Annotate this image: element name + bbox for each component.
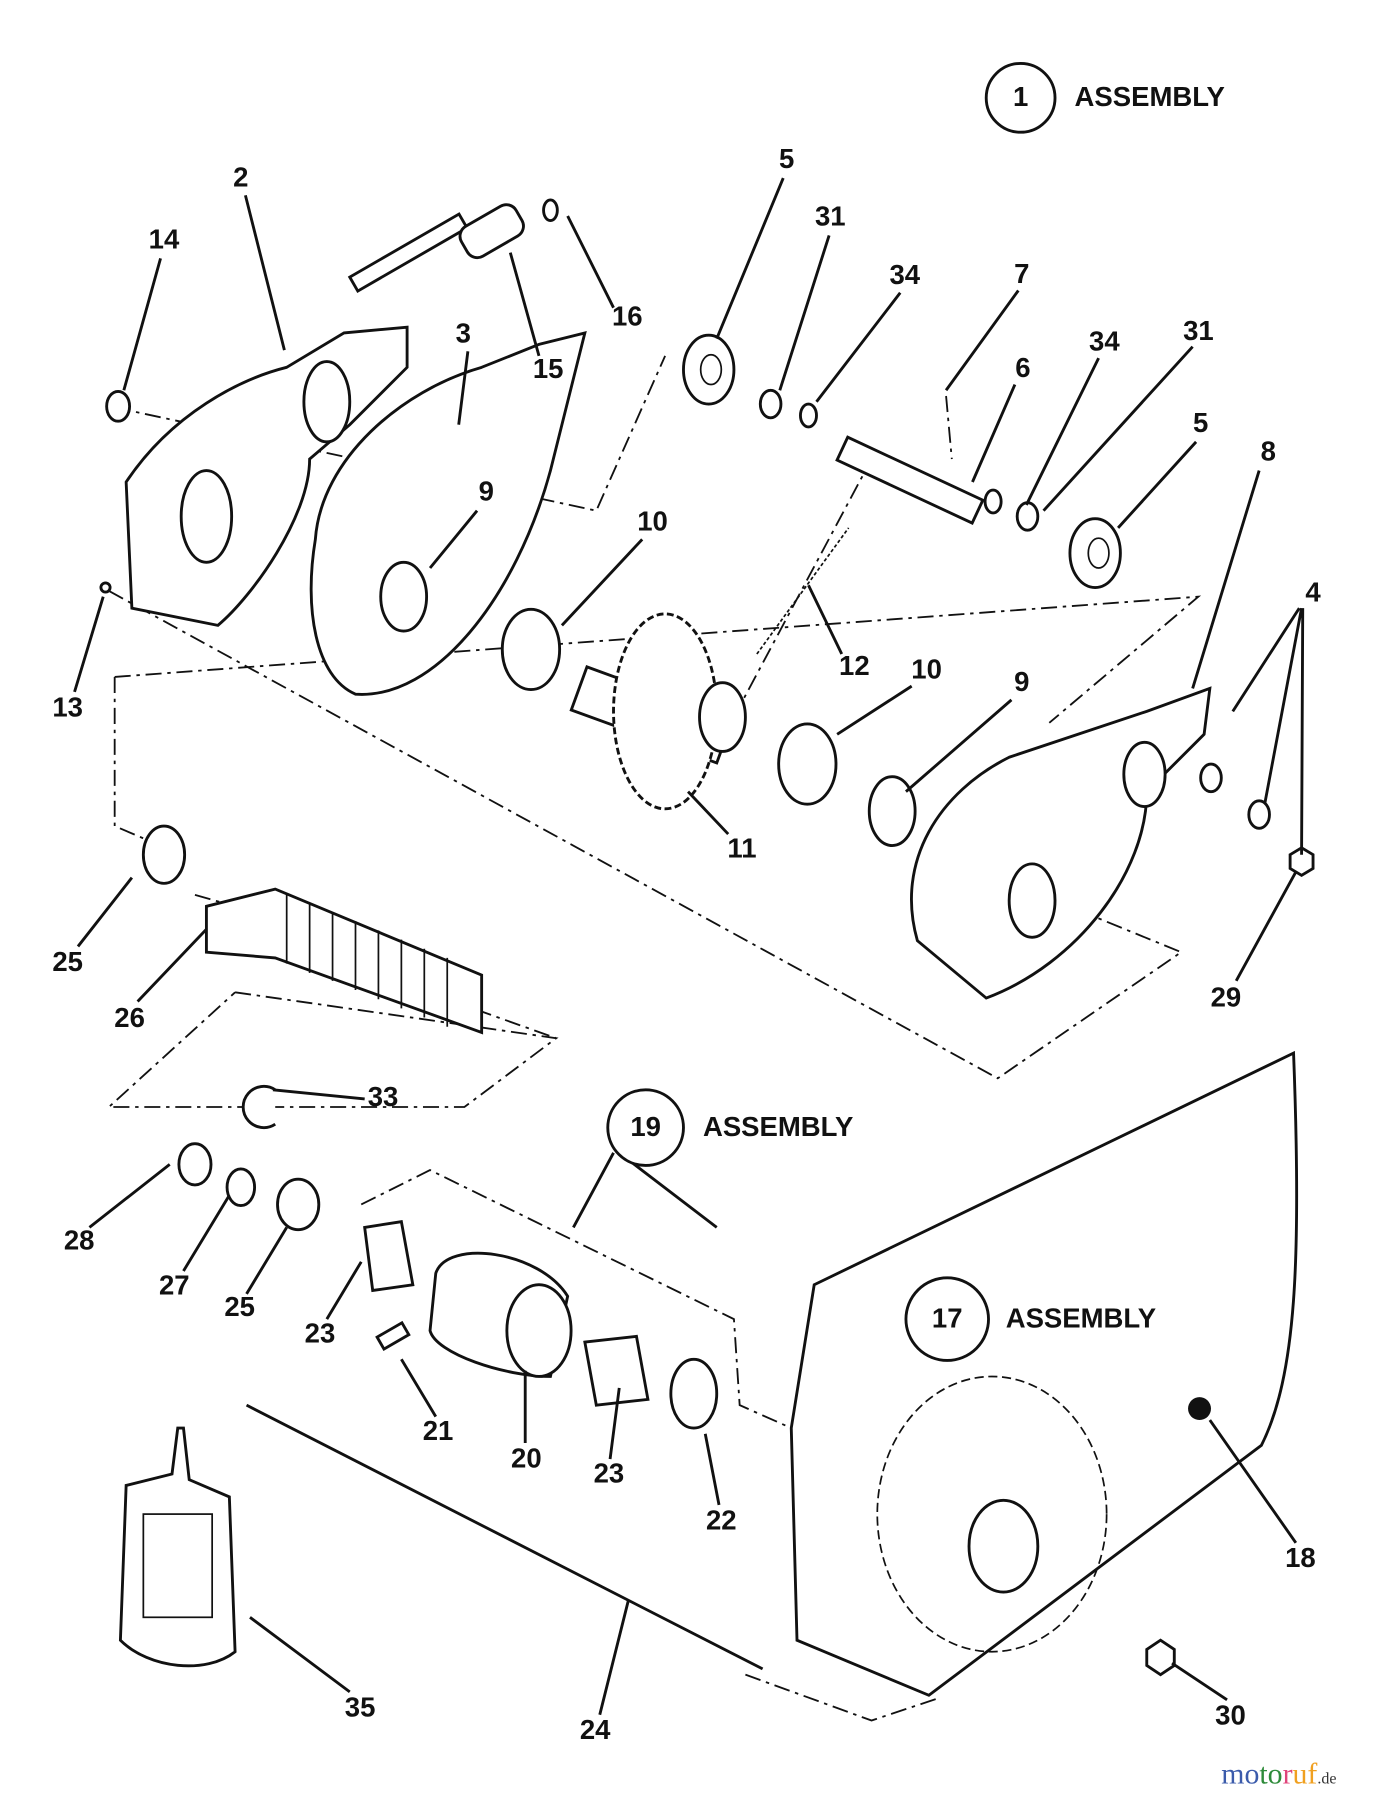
assembly-callout-17: 17 ASSEMBLY — [904, 1276, 1156, 1362]
callout: 8 — [1261, 436, 1276, 467]
callout: 21 — [423, 1415, 454, 1446]
sprocket-11 — [569, 612, 747, 811]
callout: 27 — [159, 1269, 190, 1300]
callout: 15 — [533, 353, 564, 384]
callout: 35 — [345, 1691, 376, 1722]
assembly-callout-1: 1 ASSEMBLY — [984, 62, 1225, 134]
watermark-logo: motoruf.de — [1221, 1758, 1336, 1791]
callout: 10 — [911, 653, 942, 684]
callout: 9 — [479, 476, 494, 507]
callout: 33 — [368, 1081, 399, 1112]
assembly-number: 19 — [630, 1111, 661, 1142]
callout: 31 — [1183, 315, 1214, 346]
rod-24 — [245, 1403, 764, 1671]
callout: 34 — [1089, 326, 1120, 357]
oil-bottle-35 — [118, 1426, 237, 1668]
callout: 9 — [1014, 666, 1029, 697]
assembly-number: 17 — [932, 1303, 963, 1334]
assembly-label: ASSEMBLY — [1006, 1303, 1156, 1334]
housing-half-left — [124, 325, 409, 627]
callout: 26 — [114, 1002, 145, 1033]
callout: 23 — [305, 1317, 336, 1348]
callout: 4 — [1305, 577, 1321, 608]
callout: 13 — [52, 691, 83, 722]
callout: 23 — [594, 1457, 625, 1488]
assembly-label: ASSEMBLY — [703, 1111, 853, 1142]
callout: 25 — [52, 946, 83, 977]
callout: 20 — [511, 1442, 542, 1473]
housing-half-right-8 — [910, 686, 1315, 1000]
gasket-3 — [309, 330, 587, 696]
callout: 12 — [839, 650, 870, 681]
callout: 29 — [1211, 981, 1242, 1012]
callout: 3 — [456, 317, 471, 348]
callout: 11 — [727, 832, 756, 863]
bearings-and-seals — [500, 333, 1122, 847]
callout: 5 — [1193, 407, 1208, 438]
callout: 18 — [1285, 1542, 1316, 1573]
callout: 30 — [1215, 1699, 1246, 1730]
assembly-callout-19: 19 ASSEMBLY — [606, 1088, 853, 1167]
chute-plate-17 — [789, 1050, 1299, 1697]
callout: 28 — [64, 1225, 95, 1256]
assembly-number: 1 — [1013, 81, 1028, 112]
callout: 7 — [1014, 258, 1029, 289]
small-parts-lower-left — [177, 1084, 719, 1430]
callout: 6 — [1015, 352, 1030, 383]
shaft-15 — [99, 198, 559, 594]
callout: 24 — [580, 1714, 611, 1745]
callout: 10 — [637, 506, 668, 537]
callout: 31 — [815, 201, 846, 232]
assembly-label: ASSEMBLY — [1075, 81, 1225, 112]
callout: 14 — [149, 223, 180, 254]
leader-lines — [73, 177, 1305, 1716]
callout: 16 — [612, 300, 643, 331]
callout: 25 — [224, 1291, 255, 1322]
callout: 22 — [706, 1504, 737, 1535]
callout: 34 — [889, 259, 920, 290]
boot-26 — [141, 824, 484, 1035]
callout: 2 — [233, 162, 248, 193]
callout: 5 — [779, 143, 794, 174]
part-callouts: 2 14 16 15 3 5 31 34 7 6 34 31 5 8 9 10 … — [52, 143, 1321, 1745]
watermark-text: motoruf.de — [1221, 1758, 1336, 1791]
